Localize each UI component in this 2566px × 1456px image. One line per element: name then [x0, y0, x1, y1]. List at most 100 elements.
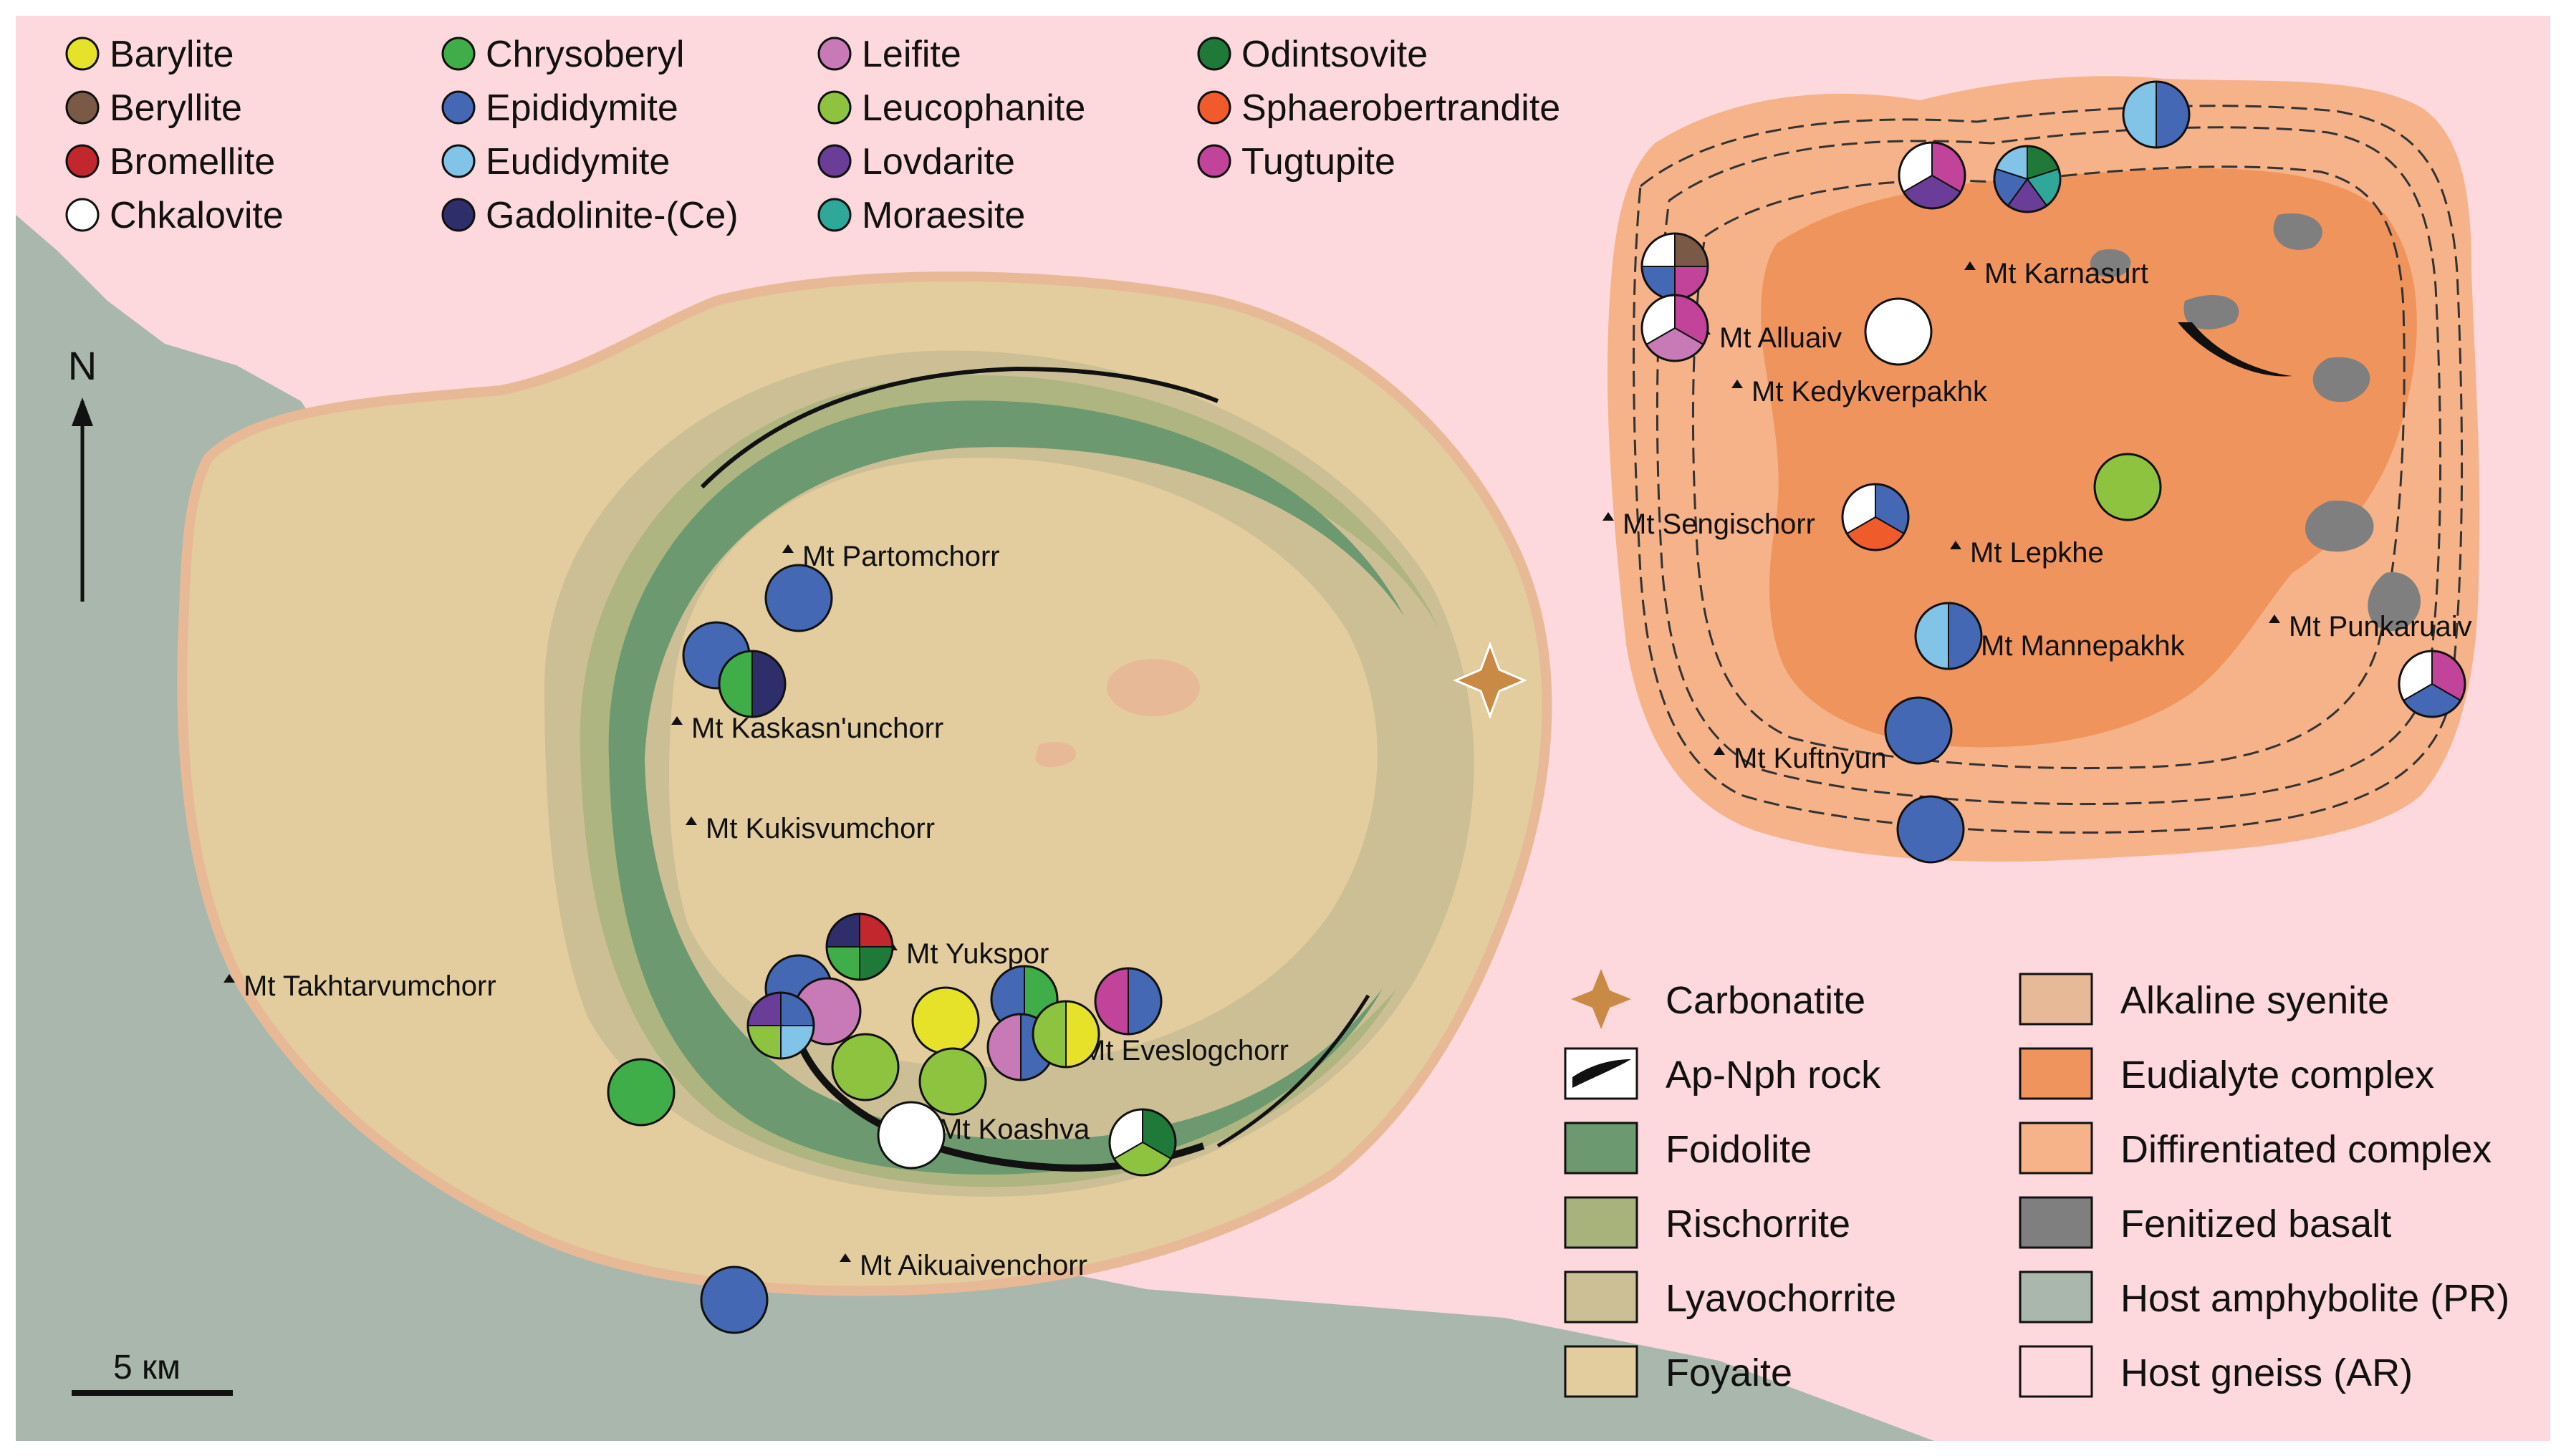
- peak-triangle-icon: [224, 974, 235, 983]
- mineral-legend-label: Beryllite: [110, 87, 242, 129]
- legend-swatch: [1564, 1196, 1638, 1249]
- rock-legend-label: Eudialyte complex: [2120, 1054, 2434, 1096]
- mineral-legend-item: Tugtupite: [1197, 141, 1395, 183]
- peak-triangle-icon: [782, 544, 794, 553]
- mountain-label: Mt Partomchorr: [782, 541, 1000, 572]
- pie-slice: [764, 564, 833, 632]
- layer-line-3: [1691, 165, 2406, 770]
- rock-legend-item: Foidolite: [1564, 1122, 1812, 1175]
- peak-triangle-icon: [1602, 512, 1614, 521]
- mountain-label: Mt Kukisvumchorr: [686, 813, 935, 844]
- rock-legend-label: Carbonatite: [1666, 979, 1865, 1022]
- mountain-labels: Mt Partomchorr Mt Kaskasn'unchorr Mt Kukis…: [224, 258, 2472, 1281]
- legend-swatch: [2019, 1271, 2093, 1324]
- north-arrow: N: [68, 343, 97, 602]
- mountain-label: Mt Yukspor: [886, 938, 1049, 970]
- mountain-name: Mt Koashva: [938, 1114, 1090, 1145]
- mountain-label: Mt Kedykverpakhk: [1731, 376, 1988, 408]
- mountain-name: Mt Eveslogchorr: [1082, 1035, 1289, 1066]
- mountain-name: Mt Takhtarvumchorr: [244, 970, 496, 1002]
- legend-swatch: [2019, 1345, 2093, 1398]
- mineral-legend-item: Odintsovite: [1197, 34, 1428, 75]
- pie-slice: [877, 1101, 946, 1170]
- mineral-occurrence-pie: [746, 991, 815, 1060]
- rock-legend-label: Lyavochorrite: [1666, 1277, 1896, 1320]
- mineral-occurrence-pie: [2398, 650, 2466, 718]
- mineral-legend-label: Lovdarite: [862, 141, 1015, 183]
- mountain-label: Mt Takhtarvumchorr: [224, 970, 496, 1002]
- peak-triangle-icon: [1964, 261, 1976, 270]
- pie-slice: [1864, 297, 1933, 366]
- mineral-legend-item: Leucophanite: [817, 87, 1085, 129]
- basalt-xenolith: [2273, 213, 2322, 250]
- mineral-swatch-icon: [817, 144, 852, 178]
- rock-legend-item: Ap-Nph rock: [1564, 1047, 1881, 1100]
- mineral-legend-label: Leifite: [862, 34, 961, 75]
- mineral-swatch-icon: [65, 37, 100, 71]
- mineral-legend-label: Sphaerobertrandite: [1241, 87, 1560, 129]
- mineral-legend-item: Barylite: [65, 34, 234, 75]
- mineral-occurrence-pie: [1884, 696, 1953, 765]
- pie-slice: [700, 1265, 769, 1334]
- basalt-xenolith: [2368, 572, 2421, 632]
- mineral-swatch-icon: [817, 37, 852, 71]
- legend-swatch: [1564, 1345, 1638, 1398]
- mineral-occurrence-pie: [911, 986, 980, 1055]
- peak-triangle-icon: [671, 716, 683, 725]
- mountain-label: Mt Kaskasn'unchorr: [671, 713, 943, 744]
- mineral-occurrence-pie: [607, 1058, 676, 1127]
- pie-slice: [1896, 795, 1965, 864]
- peak-triangle-icon: [686, 816, 697, 825]
- pie-slice: [911, 986, 980, 1055]
- pie-slice: [918, 1047, 987, 1116]
- rock-legend-label: Diffirentiated complex: [2120, 1128, 2491, 1171]
- mineral-occurrence-pie: [700, 1265, 769, 1334]
- mineral-occurrence-pie: [1993, 145, 2062, 213]
- mineral-swatch-icon: [65, 90, 100, 125]
- legend-swatch: [2019, 1196, 2093, 1249]
- basalt-xenolith: [2183, 294, 2239, 329]
- peak-triangle-icon: [840, 1253, 851, 1262]
- mineral-swatch-icon: [65, 198, 100, 232]
- mineral-legend-item: Epididymite: [441, 87, 678, 129]
- pie-slice: [607, 1058, 676, 1127]
- rock-legend-item: Eudialyte complex: [2019, 1047, 2434, 1100]
- mineral-legend-item: Moraesite: [817, 195, 1025, 236]
- mountain-label: Mt Kuftnyun: [1714, 743, 1886, 774]
- mountain-name: Mt Alluaiv: [1719, 322, 1842, 354]
- scale-bar: 5 км: [72, 1349, 233, 1396]
- basalt-xenolith: [2312, 357, 2370, 402]
- mineral-occurrence-pie: [2093, 453, 2162, 521]
- legend-swatch: [2019, 973, 2093, 1026]
- mineral-legend-label: Barylite: [110, 34, 234, 75]
- mountain-name: Mt Karnasurt: [1984, 258, 2148, 289]
- legend-swatch: [2019, 1047, 2093, 1100]
- mineral-legend-item: Lovdarite: [817, 141, 1015, 183]
- pie-outline: [1914, 602, 1983, 670]
- apnph-seam-icon: [1572, 1059, 1631, 1088]
- mountain-name: Mt Sengischorr: [1623, 508, 1815, 540]
- mineral-occurrence-pie: [918, 1047, 987, 1116]
- mountain-label: Mt Lepkhe: [1950, 537, 2104, 569]
- pie-outline: [1108, 1108, 1177, 1177]
- rock-legend-item: Carbonatite: [1571, 969, 1865, 1029]
- mineral-legend-label: Moraesite: [862, 195, 1025, 236]
- mineral-occurrence-pie: [825, 912, 894, 981]
- mountain-label: Mt Aikuaivenchorr: [840, 1250, 1087, 1281]
- mineral-legend-item: Chrysoberyl: [441, 34, 684, 75]
- rock-legend-item: Alkaline syenite: [2019, 973, 2389, 1026]
- legend-swatch: [1564, 1271, 1638, 1324]
- mineral-legend-label: Chrysoberyl: [486, 34, 684, 75]
- mineral-legend-label: Leucophanite: [862, 87, 1085, 129]
- peak-triangle-icon: [1731, 380, 1743, 388]
- scale-label: 5 км: [113, 1349, 181, 1387]
- rock-legend-label: Foyaite: [1666, 1351, 1792, 1394]
- pie-outline: [1640, 294, 1709, 362]
- pie-slice: [831, 1033, 900, 1101]
- peak-triangle-icon: [2269, 614, 2280, 623]
- mountain-label: Mt Punkaruaiv: [2269, 611, 2472, 642]
- rock-legend-item: Rischorrite: [1564, 1196, 1850, 1249]
- mineral-occurrence-pie: [1640, 294, 1709, 362]
